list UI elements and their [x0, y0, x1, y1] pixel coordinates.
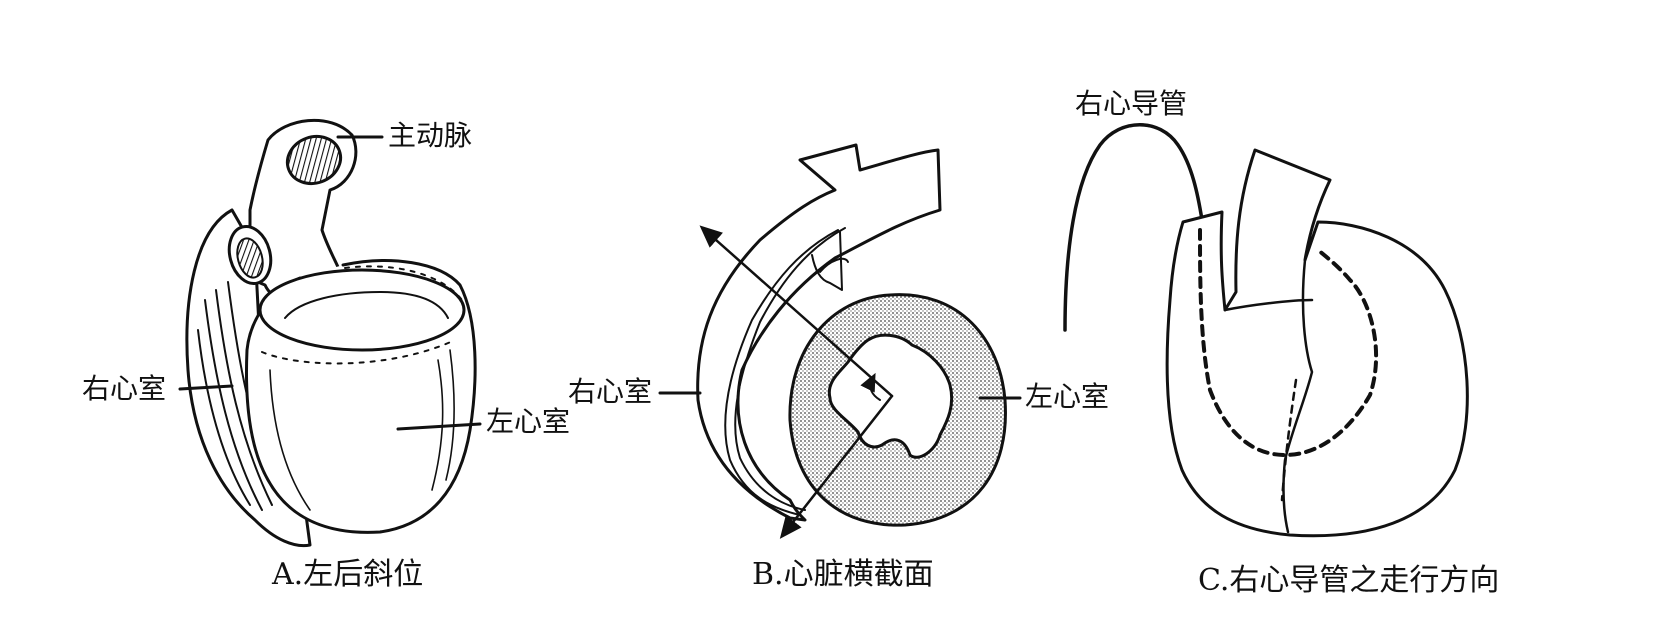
caption-panel-a: A.左后斜位	[272, 557, 424, 592]
panel-a-heart-drawing	[178, 118, 482, 548]
heart-outline	[1165, 148, 1469, 538]
rotation-arrow	[860, 372, 881, 401]
leader-left-ventricle-a	[396, 422, 482, 431]
leader-right-ventricle-a	[178, 384, 234, 391]
left-ventricle-striations	[261, 265, 463, 365]
caption-panel-c: C.右心导管之走行方向	[1198, 563, 1500, 598]
axis-arrow-down	[779, 394, 894, 539]
panel-c-catheter-drawing	[1063, 123, 1469, 538]
panel-b-section-drawing	[658, 143, 1022, 539]
caption-panel-b: B.心脏横截面	[752, 557, 934, 592]
catheter-wire	[1063, 123, 1204, 332]
axis-arrow-up	[699, 225, 894, 398]
label-catheter: 右心导管	[1075, 87, 1188, 120]
label-aorta: 主动脉	[388, 119, 473, 152]
left-ventricle-rim	[258, 268, 466, 352]
label-left-ventricle-b: 左心室	[1025, 380, 1110, 413]
label-right-ventricle-a: 右心室	[82, 372, 167, 405]
catheter-path-inner	[1198, 228, 1379, 457]
aorta-lumen	[285, 134, 343, 186]
label-left-ventricle-a: 左心室	[486, 405, 571, 438]
label-right-ventricle-b: 右心室	[568, 375, 653, 408]
